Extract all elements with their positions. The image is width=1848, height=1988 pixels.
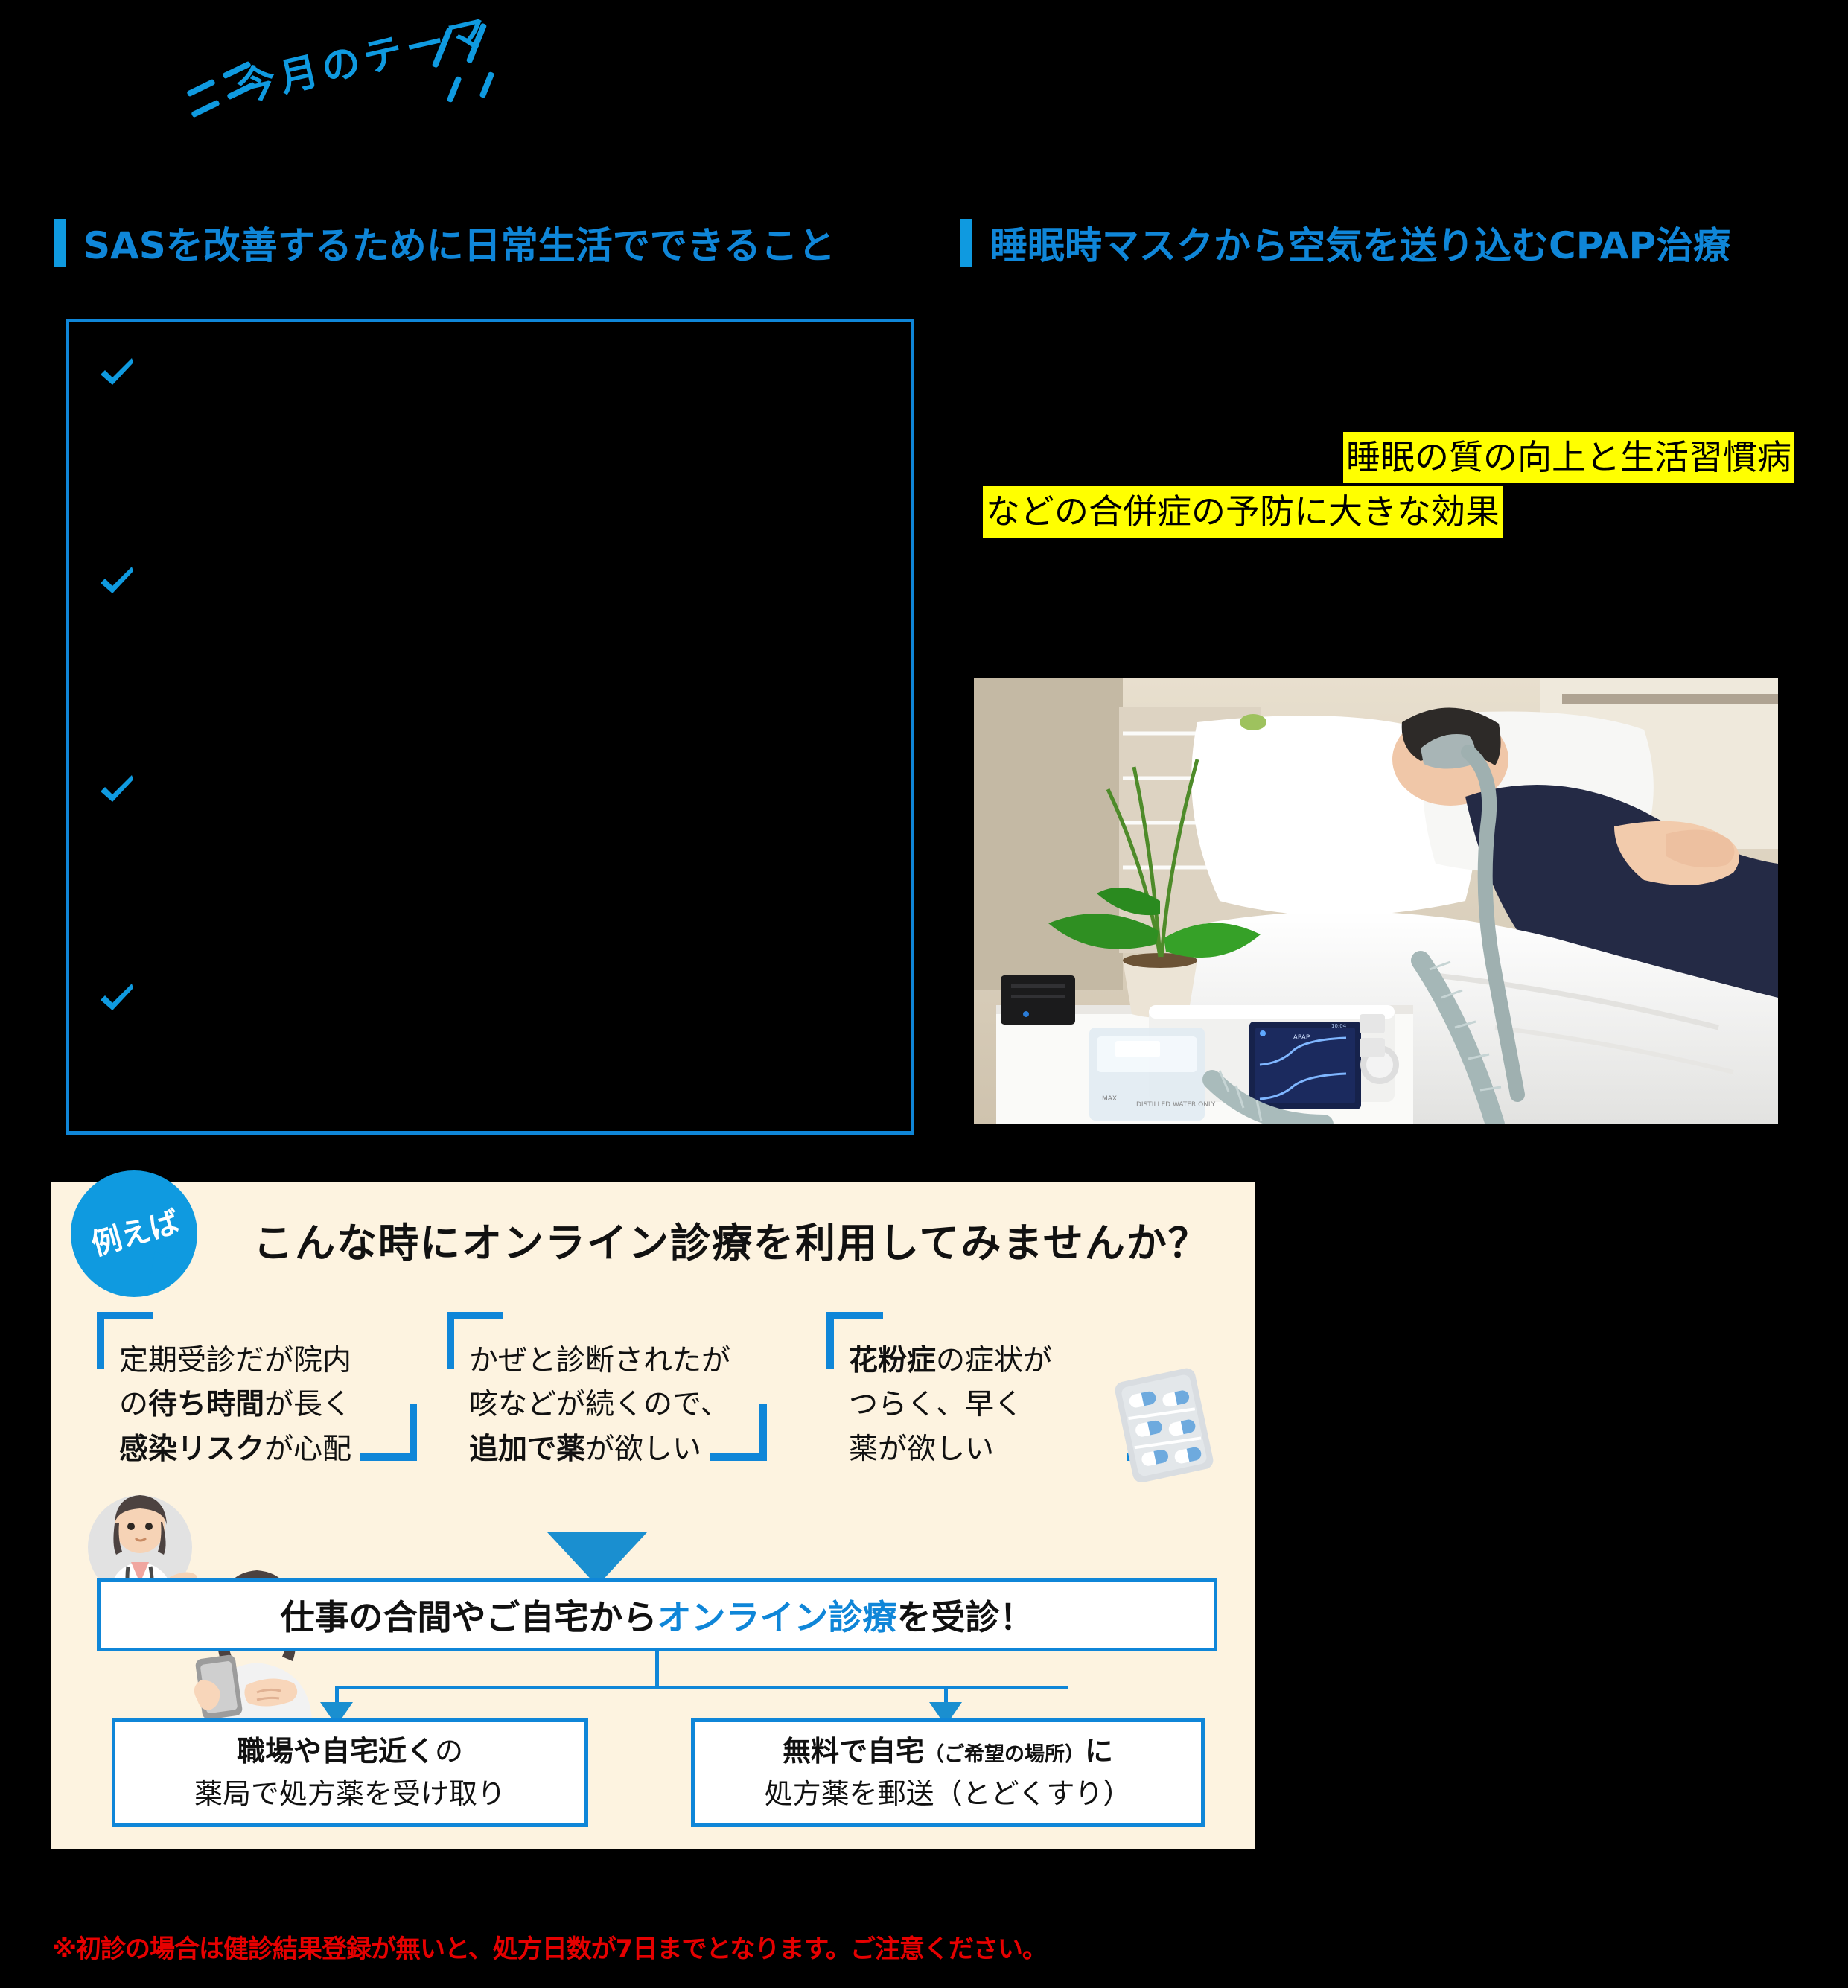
cpap-highlight-text: 睡眠の質の向上と生活習慣病 などの合併症の予防に大きな効果	[968, 432, 1794, 538]
svg-text:10:04: 10:04	[1331, 1023, 1347, 1029]
ribbon-label: 今月のテーマ	[232, 9, 496, 112]
outcome-pharmacy-pickup: 職場や自宅近くの 薬局で処方薬を受け取り	[112, 1718, 588, 1827]
check-icon	[98, 979, 136, 1018]
check-icon	[98, 562, 136, 601]
corner-bracket-bottom-right	[360, 1404, 417, 1461]
title-accent-bar	[960, 219, 972, 267]
online-consult-bar-text: 仕事の合間やご自宅からオンライン診療を受診！	[281, 1590, 1034, 1640]
list-item	[98, 351, 872, 389]
connector-horizontal	[335, 1686, 1068, 1689]
section-title-cpap: 睡眠時マスクから空気を送り込むCPAP治療	[960, 216, 1730, 270]
flow-arrow-down	[547, 1532, 647, 1586]
reason-card-text: かぜと診断されたが 咳などが続くので、 追加で薬が欲しい	[469, 1344, 731, 1466]
section-title-cpap-label: 睡眠時マスクから空気を送り込むCPAP治療	[990, 224, 1731, 267]
reason-card-hay-fever: 花粉症の症状が つらく、早く 薬が欲しい	[826, 1312, 1184, 1466]
reason-card-cold-followup: かぜと診断されたが 咳などが続くので、 追加で薬が欲しい	[447, 1312, 767, 1466]
corner-bracket-top-left	[447, 1312, 503, 1369]
consult-suffix: を受診！	[896, 1597, 1034, 1637]
list-item	[98, 976, 872, 1015]
check-icon	[98, 354, 136, 392]
list-item	[98, 559, 872, 598]
monthly-theme-ribbon: 今月のテーマ	[186, 9, 573, 179]
outcome-delivery-text: 無料で自宅（ご希望の場所）に 処方薬を郵送（とどくすり）	[764, 1735, 1132, 1810]
reason-card-text: 定期受診だが院内 の待ち時間が長く 感染リスクが心配	[119, 1344, 352, 1466]
section-title-lifestyle: SASを改善するために日常生活でできること	[54, 216, 835, 270]
consult-emphasis: オンライン診療	[657, 1597, 897, 1637]
outcome-pharmacy-text: 職場や自宅近くの 薬局で処方薬を受け取り	[194, 1735, 506, 1810]
connector-vertical-center	[655, 1651, 659, 1689]
pill-blister-icon	[1109, 1366, 1221, 1483]
outcome-home-delivery: 無料で自宅（ご希望の場所）に 処方薬を郵送（とどくすり）	[691, 1718, 1205, 1827]
reason-card-text: 花粉症の症状が つらく、早く 薬が欲しい	[849, 1344, 1053, 1466]
bubble-tail	[147, 1251, 189, 1297]
title-accent-bar	[54, 219, 66, 267]
lifestyle-checklist-box	[66, 319, 914, 1135]
section-title-lifestyle-label: SASを改善するために日常生活でできること	[83, 224, 835, 267]
footnote-warning: ※初診の場合は健診結果登録が無いと、処方日数が7日までとなります。ご注意ください…	[52, 1934, 1048, 1964]
consult-prefix: 仕事の合間やご自宅から	[280, 1597, 657, 1637]
check-icon	[98, 771, 136, 809]
list-item	[98, 768, 872, 806]
example-bubble: 例えば	[71, 1170, 212, 1312]
svg-text:DISTILLED WATER ONLY: DISTILLED WATER ONLY	[1136, 1101, 1216, 1109]
online-consult-bar: 仕事の合間やご自宅からオンライン診療を受診！	[97, 1578, 1217, 1651]
panel-heading: こんな時にオンライン診療を利用してみませんか？	[253, 1220, 1210, 1267]
bubble-circle	[71, 1170, 197, 1297]
svg-text:MAX: MAX	[1102, 1095, 1117, 1103]
reason-card-regular-checkup: 定期受診だが院内 の待ち時間が長く 感染リスクが心配	[97, 1312, 417, 1466]
cpap-therapy-photo: MAX DISTILLED WATER ONLY APAP 10:04	[974, 678, 1778, 1124]
cpap-highlight-line-2: などの合併症の予防に大きな効果	[983, 486, 1503, 538]
corner-bracket-top-left	[826, 1312, 883, 1369]
corner-bracket-bottom-right	[710, 1404, 767, 1461]
corner-bracket-top-left	[97, 1312, 153, 1369]
svg-text:APAP: APAP	[1293, 1034, 1310, 1042]
cpap-highlight-line-1: 睡眠の質の向上と生活習慣病	[1343, 432, 1794, 484]
